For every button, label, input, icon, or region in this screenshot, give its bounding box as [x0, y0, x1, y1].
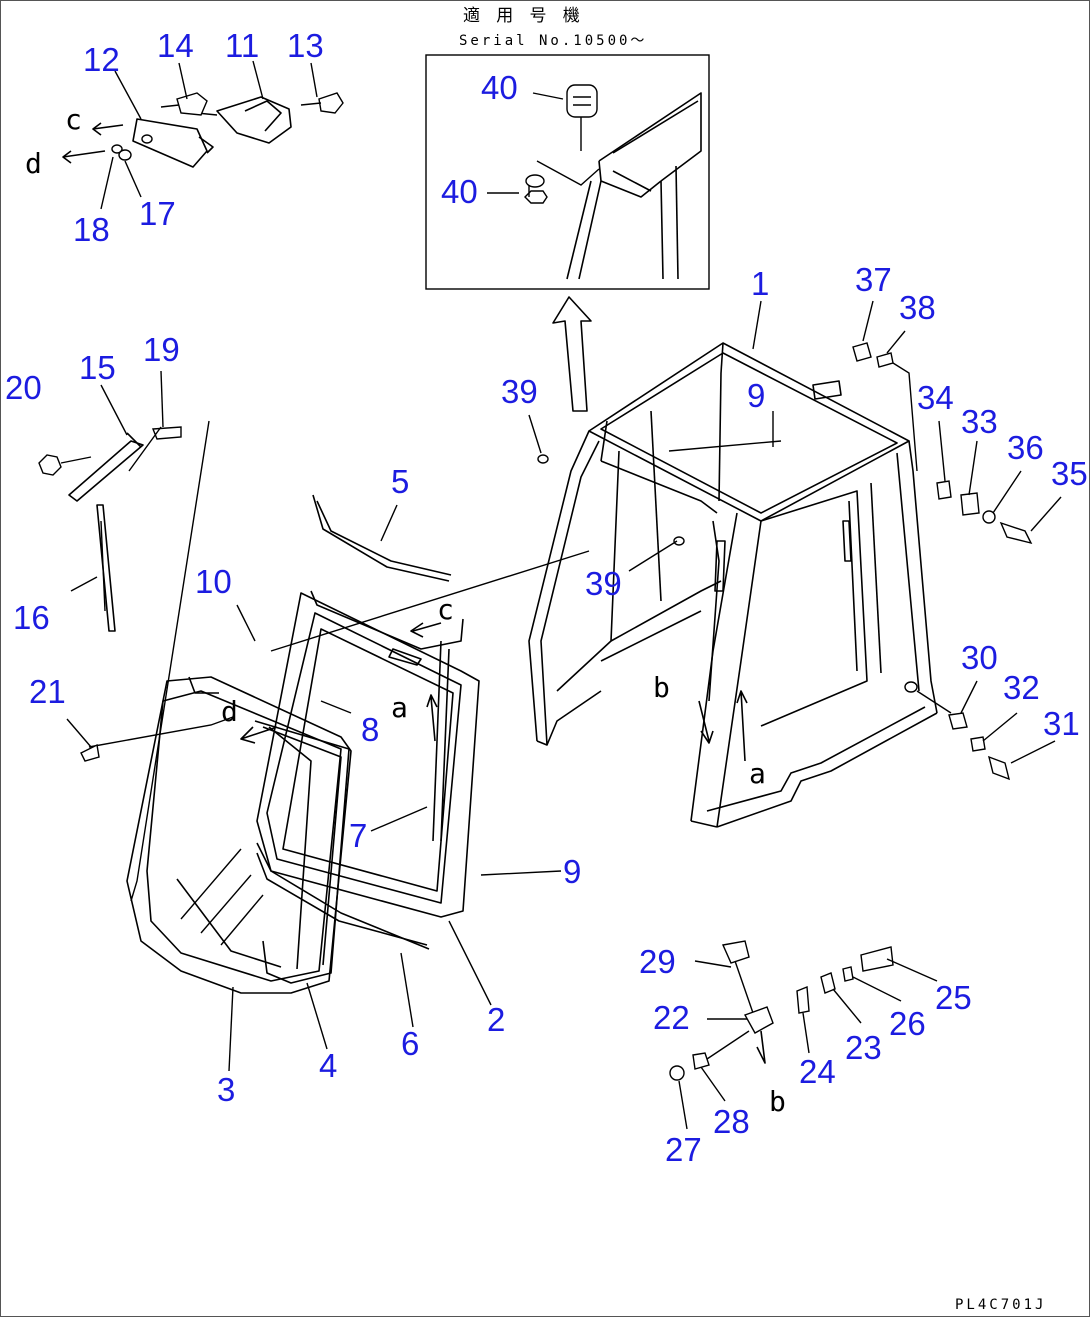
callout-14: 14	[157, 27, 194, 64]
callout-5: 5	[391, 463, 409, 500]
front-glass-assembly	[126, 676, 352, 994]
lower-seal-strip	[256, 842, 430, 950]
serial-variant-inset	[425, 54, 710, 290]
lock-hardware	[111, 92, 344, 168]
callout-25: 25	[935, 979, 972, 1016]
view-letter-b-frame: b	[653, 671, 670, 704]
callout-8: 8	[361, 711, 379, 748]
inset-reference-arrow	[552, 296, 592, 412]
callout-6: 6	[401, 1025, 419, 1062]
callout-35: 35	[1051, 455, 1088, 492]
callout-22: 22	[653, 999, 690, 1036]
callout-18: 18	[73, 211, 110, 248]
callout-27: 27	[665, 1131, 702, 1168]
callout-24: 24	[799, 1053, 836, 1090]
part-number-callouts: 1 2 3 4 5 6 7 8 9 9 10 11 12 13 14 15 16…	[5, 27, 1088, 1168]
callout-9-upper: 9	[747, 377, 765, 414]
mount-hardware-right	[852, 342, 1033, 781]
cab-frame-assembly	[528, 342, 938, 828]
callout-15: 15	[79, 349, 116, 386]
callout-16: 16	[13, 599, 50, 636]
callout-23: 23	[845, 1029, 882, 1066]
callout-34: 34	[917, 379, 954, 416]
callout-10: 10	[195, 563, 232, 600]
callout-4: 4	[319, 1047, 337, 1084]
callout-38: 38	[899, 289, 936, 326]
callout-17: 17	[139, 195, 176, 232]
view-letter-labels: a a b b c c d d	[25, 103, 786, 1118]
callout-30: 30	[961, 639, 998, 676]
view-letter-a-door: a	[391, 691, 408, 724]
wiper-assembly	[38, 426, 234, 762]
view-letter-b-stop: b	[769, 1085, 786, 1118]
callout-3: 3	[217, 1071, 235, 1108]
callout-33: 33	[961, 403, 998, 440]
callout-13: 13	[287, 27, 324, 64]
view-letter-d-hardware: d	[25, 147, 42, 180]
callout-9-lower: 9	[563, 853, 581, 890]
callout-20: 20	[5, 369, 42, 406]
view-arrows	[62, 122, 748, 762]
callout-19: 19	[143, 331, 180, 368]
door-stop-hardware	[669, 940, 894, 1081]
callout-2: 2	[487, 1001, 505, 1038]
callout-40-lower: 40	[441, 173, 478, 210]
callout-39-lower: 39	[585, 565, 622, 602]
view-letter-c-door: c	[437, 593, 454, 626]
drawing-code: PL4C701J	[955, 1297, 1046, 1313]
callout-40-upper: 40	[481, 69, 518, 106]
callout-29: 29	[639, 943, 676, 980]
view-letter-c-hardware: c	[65, 103, 82, 136]
callout-28: 28	[713, 1103, 750, 1140]
callout-32: 32	[1003, 669, 1040, 706]
upper-seal-strip	[316, 500, 452, 576]
callout-21: 21	[29, 673, 66, 710]
view-letter-d-glass: d	[221, 695, 238, 728]
callout-7: 7	[349, 817, 367, 854]
callout-31: 31	[1043, 705, 1080, 742]
serial-number-label: Serial No.10500～	[459, 33, 647, 49]
side-seal-strip	[432, 640, 442, 842]
view-letter-a-frame: a	[749, 757, 766, 790]
callout-26: 26	[889, 1005, 926, 1042]
callout-12: 12	[83, 41, 120, 78]
callout-1: 1	[751, 265, 769, 302]
callout-36: 36	[1007, 429, 1044, 466]
callout-39-upper: 39	[501, 373, 538, 410]
applicable-serial-heading: 適 用 号 機	[463, 6, 583, 26]
callout-37: 37	[855, 261, 892, 298]
leader-lines	[66, 60, 1062, 1130]
callout-11: 11	[225, 27, 259, 64]
door-frame	[256, 590, 480, 918]
